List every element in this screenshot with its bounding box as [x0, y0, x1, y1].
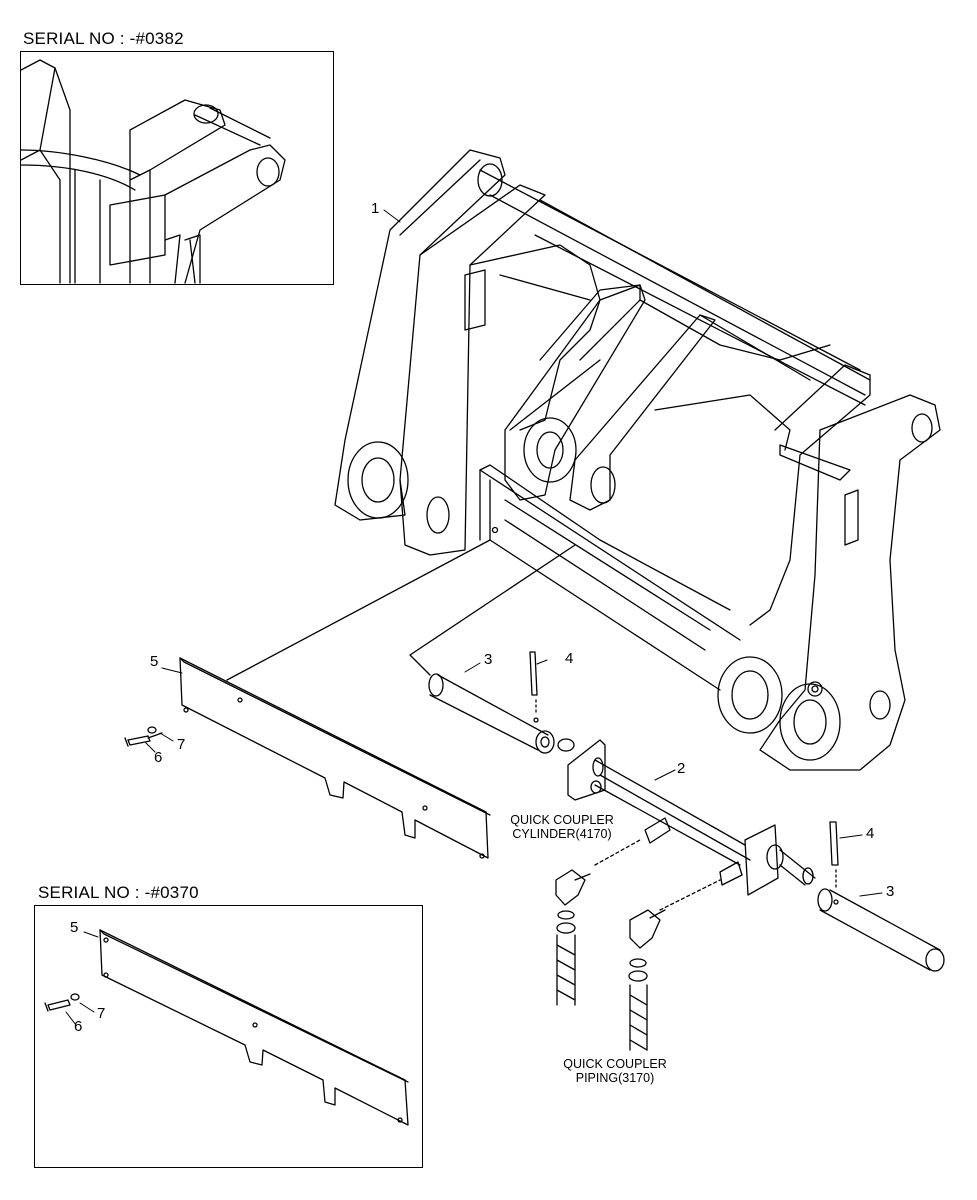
callout-part-7-main: 7: [177, 736, 186, 753]
note-quick-coupler-cylinder: QUICK COUPLER CYLINDER(4170): [497, 813, 627, 842]
callout-part-6-inset: 6: [74, 1018, 83, 1035]
note-quick-coupler-piping: QUICK COUPLER PIPING(3170): [550, 1057, 680, 1086]
callout-part-3-left: 3: [484, 651, 493, 668]
callout-part-2: 2: [677, 760, 686, 777]
callout-part-4-right: 4: [866, 825, 875, 842]
pin-part-3-right: [817, 888, 945, 972]
pin-leader-line: [409, 544, 576, 676]
coupler-frame-part-1: [334, 149, 941, 771]
inset-bottom-serial-label: SERIAL NO : -#0370: [38, 883, 199, 902]
inset-top-detail: [21, 59, 286, 284]
callout-part-3-right: 3: [886, 883, 895, 900]
roll-pin-part-4-left: [529, 651, 539, 723]
callout-part-5-inset: 5: [70, 919, 79, 936]
plate-leader-line: [226, 539, 491, 681]
inset-frame-bottom: [34, 905, 423, 1168]
note-cylinder-line1: QUICK COUPLER: [510, 813, 614, 827]
note-cylinder-line2: CYLINDER(4170): [512, 826, 612, 841]
hose-left: [555, 869, 591, 1006]
plate-part-5-inset: [44, 929, 409, 1126]
cylinder-part-2: [557, 738, 816, 911]
callout-part-1: 1: [371, 200, 380, 217]
inset-frame-top: [20, 51, 334, 285]
inset-top-serial-label: SERIAL NO : -#0382: [23, 29, 184, 48]
callout-part-6-main: 6: [154, 749, 163, 766]
callout-part-5-main: 5: [150, 653, 159, 670]
note-piping-line1: QUICK COUPLER: [563, 1057, 667, 1071]
hose-right: [628, 909, 666, 1051]
plate-part-5-main: [124, 657, 491, 859]
callout-part-7-inset: 7: [97, 1005, 106, 1022]
callout-leaders: [65, 209, 883, 1026]
roll-pin-part-4-right: [829, 821, 839, 891]
note-piping-line2: PIPING(3170): [575, 1070, 655, 1085]
callout-part-4-left: 4: [565, 650, 574, 667]
pin-part-3-left: [428, 673, 555, 754]
